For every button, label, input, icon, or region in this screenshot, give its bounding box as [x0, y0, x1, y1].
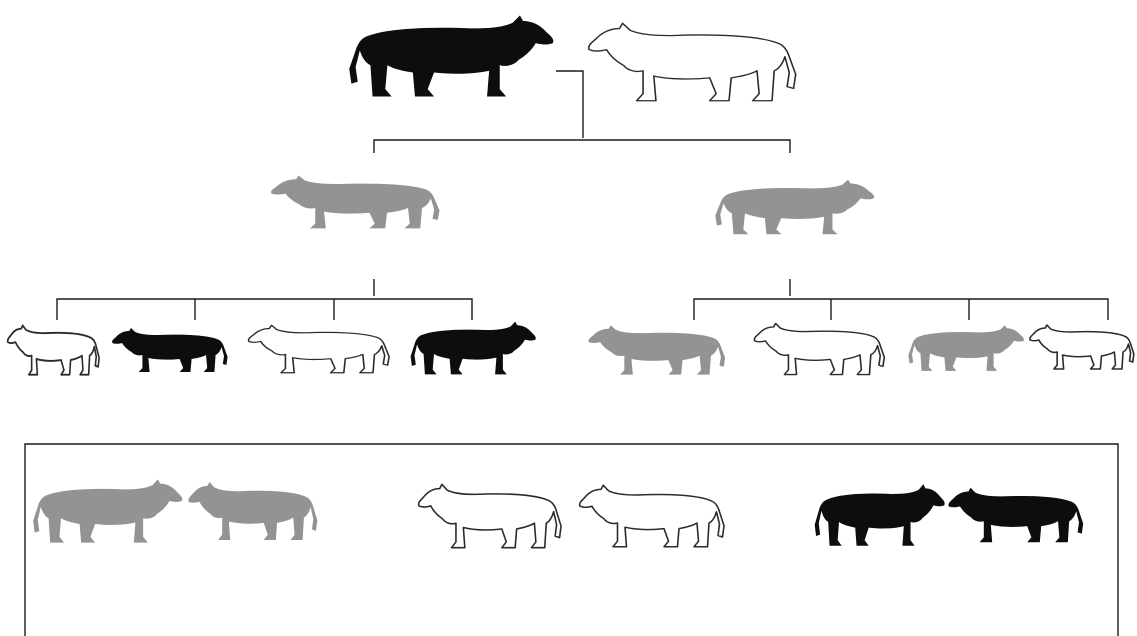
- parent-cow-white: [589, 23, 796, 100]
- f1-branch-line: [374, 140, 790, 153]
- f2-gray-1: [588, 325, 725, 374]
- f2-left-branch-line: [57, 299, 472, 320]
- summary-gray-pair-2: [188, 482, 317, 540]
- f1-gray-right: [715, 180, 874, 235]
- f2-gray-2: [908, 325, 1024, 371]
- f2-white-3: [754, 323, 884, 374]
- f2-black-1: [112, 328, 228, 372]
- summary-white-pair-2: [580, 485, 724, 547]
- summary-black-pair-2: [948, 488, 1083, 543]
- f2-white-4: [1030, 325, 1134, 369]
- summary-white-pair-1: [419, 484, 561, 547]
- f2-right-branch-line: [694, 299, 1108, 320]
- f1-gray-left: [271, 176, 439, 229]
- cow-figures: [8, 16, 1134, 548]
- f2-white-2: [249, 325, 390, 373]
- parent-bull-black: [349, 16, 553, 97]
- f2-black-2: [411, 322, 536, 375]
- parents-join-line: [556, 71, 583, 138]
- f2-white-1: [8, 325, 99, 374]
- summary-gray-pair-1: [33, 479, 182, 542]
- summary-box-frame: [25, 444, 1118, 636]
- summary-black-pair-1: [815, 484, 945, 546]
